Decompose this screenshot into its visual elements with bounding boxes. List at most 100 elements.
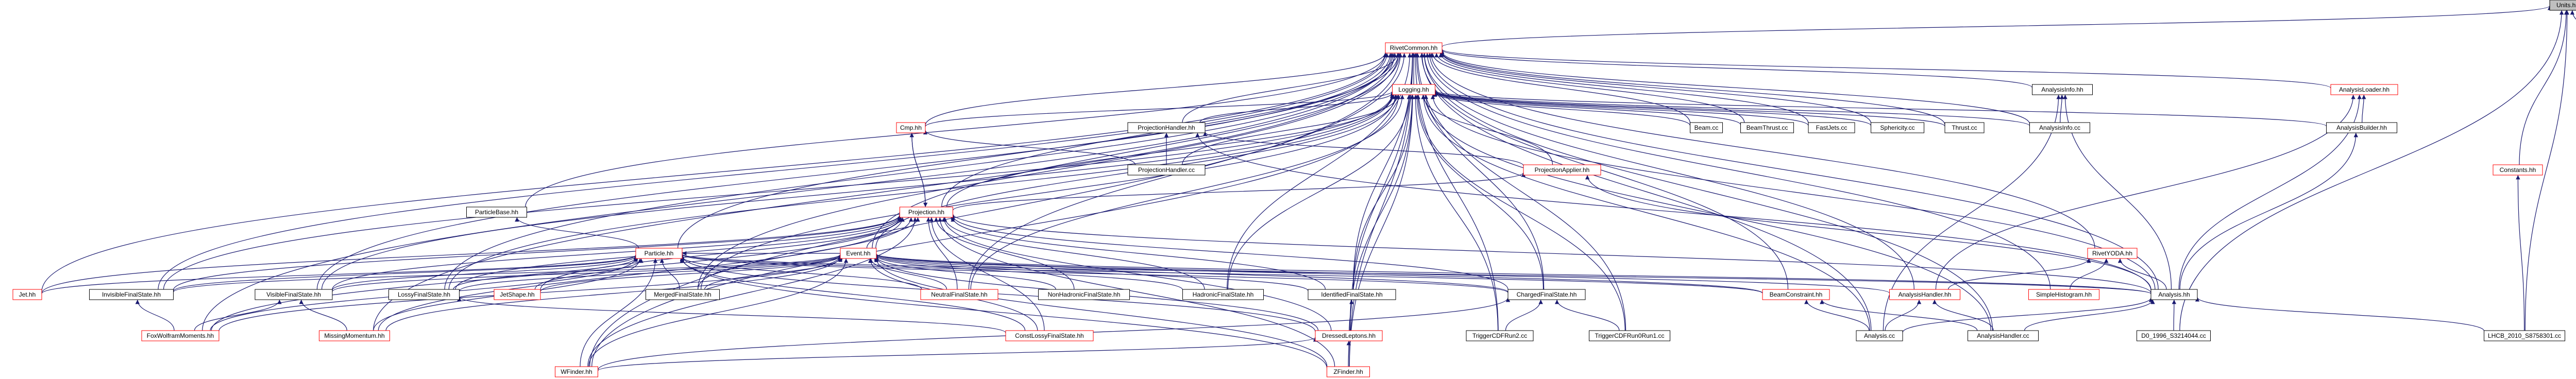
node-triggercdfrun2-cc[interactable]: TriggerCDFRun2.cc [1466, 330, 1534, 341]
node-label: Particle.hh [645, 250, 674, 257]
edge-lossyfinalstate-hh-to-logging-hh [448, 94, 1395, 290]
node-beamconstraint-hh[interactable]: BeamConstraint.hh [1762, 289, 1830, 300]
node-invisiblefinalstate-hh[interactable]: InvisibleFinalState.hh [89, 289, 174, 300]
node-visiblefinalstate-hh[interactable]: VisibleFinalState.hh [255, 289, 333, 300]
edge-projectionhandler-hh-to-rivetcommon-hh [1182, 53, 1400, 123]
node-box [89, 289, 174, 300]
node-beam-cc[interactable]: Beam.cc [1690, 122, 1723, 133]
node-analysishandler-hh[interactable]: AnalysisHandler.hh [1889, 289, 1960, 300]
node-identifiedfinalstate-hh[interactable]: IdentifiedFinalState.hh [1308, 289, 1396, 300]
node-rivetcommon-hh[interactable]: RivetCommon.hh [1385, 42, 1443, 54]
node-missingmomentum-hh[interactable]: MissingMomentum.hh [319, 330, 390, 341]
node-box [1690, 122, 1723, 133]
edge-constants-hh-to-units-hh [2519, 10, 2569, 165]
node-neutralfinalstate-hh[interactable]: NeutralFinalState.hh [920, 289, 998, 300]
node-label: WFinder.hh [561, 368, 592, 375]
node-wfinder-hh[interactable]: WFinder.hh [555, 366, 598, 377]
edge-neutralfinalstate-hh-to-projection-hh [926, 217, 958, 290]
node-sphericity-cc[interactable]: Sphericity.cc [1871, 122, 1924, 133]
node-nonhadronicfinalstate-hh[interactable]: NonHadronicFinalState.hh [1038, 289, 1130, 300]
edge-analysis-hh-to-projectionapplier-hh [1585, 175, 2151, 290]
node-fastjets-cc[interactable]: FastJets.cc [1808, 122, 1855, 133]
node-projection-hh[interactable]: Projection.hh [900, 206, 953, 218]
node-analysisloader-hh[interactable]: AnalysisLoader.hh [2330, 84, 2398, 95]
edge-identifiedfinalstate-hh-to-event-hh [874, 254, 1309, 291]
edge-visiblefinalstate-hh-to-rivetcommon-hh [316, 53, 1393, 290]
node-particlebase-hh[interactable]: ParticleBase.hh [466, 206, 527, 218]
node-lhcb-2010-s8758301-cc[interactable]: LHCB_2010_S8758301.cc [2484, 330, 2565, 341]
node-thrust-cc[interactable]: Thrust.cc [1944, 122, 1985, 133]
node-box [2032, 84, 2093, 95]
edge-mergedfinalstate-hh-to-event-hh [704, 257, 843, 290]
edge-invisiblefinalstate-hh-to-logging-hh [163, 93, 1395, 290]
node-hadronicfinalstate-hh[interactable]: HadronicFinalState.hh [1182, 289, 1264, 300]
node-rivetyoda-hh[interactable]: RivetYODA.hh [2087, 248, 2138, 259]
edge-particle-hh-to-particlebase-hh [515, 217, 639, 249]
edge-analysis-cc-to-analysisinfo-hh [1883, 94, 2061, 331]
node-box [255, 289, 333, 300]
edge-fastjets-cc-to-logging-hh [1433, 91, 1809, 126]
edge-analysisinfo-hh-to-rivetcommon-hh [1440, 49, 2033, 88]
node-label: Event.hh [846, 250, 870, 257]
edge-wfinder-hh-to-event-hh [588, 258, 849, 367]
node-box [1589, 330, 1670, 341]
node-label: Sphericity.cc [1880, 124, 1914, 131]
node-cmp-hh[interactable]: Cmp.hh [896, 122, 926, 133]
node-projectionhandler-cc[interactable]: ProjectionHandler.cc [1127, 164, 1206, 176]
node-zfinder-hh[interactable]: ZFinder.hh [1327, 366, 1370, 377]
edge-jet-hh-to-particle-hh [41, 254, 638, 294]
node-box [1308, 289, 1396, 300]
node-event-hh[interactable]: Event.hh [840, 248, 877, 259]
node-projectionapplier-hh[interactable]: ProjectionApplier.hh [1523, 164, 1601, 176]
edge-analysisinfo-cc-to-rivetcommon-hh [1439, 51, 2030, 124]
node-mergedfinalstate-hh[interactable]: MergedFinalState.hh [646, 289, 720, 300]
node-units-hh[interactable]: Units.hh [2549, 0, 2576, 11]
node-triggercdfrun0run1-cc[interactable]: TriggerCDFRun0Run1.cc [1589, 330, 1670, 341]
node-constlossyfinalstate-hh[interactable]: ConstLossyFinalState.hh [1005, 330, 1094, 341]
node-label: LossyFinalState.hh [398, 291, 450, 298]
node-foxwolframmoments-hh[interactable]: FoxWolframMoments.hh [141, 330, 219, 341]
edge-triggercdfrun2-cc-to-logging-hh [1413, 94, 1499, 331]
node-analysis-hh[interactable]: Analysis.hh [2150, 289, 2198, 300]
edge-analysis-hh-to-particle-hh [680, 253, 2151, 295]
node-lossyfinalstate-hh[interactable]: LossyFinalState.hh [388, 289, 460, 300]
node-box [1038, 289, 1130, 300]
edge-rivetcommon-hh-to-units-hh [1442, 5, 2552, 47]
node-particle-hh[interactable]: Particle.hh [635, 248, 683, 259]
edge-projectionhandler-hh-to-logging-hh [1199, 93, 1395, 123]
edge-lhcb-2010-s8758301-cc-to-units-hh [2524, 10, 2569, 331]
node-analysisinfo-cc[interactable]: AnalysisInfo.cc [2029, 122, 2090, 133]
node-projectionhandler-hh[interactable]: ProjectionHandler.hh [1127, 122, 1206, 133]
node-logging-hh[interactable]: Logging.hh [1392, 84, 1435, 95]
nodes-layer: Units.hhRivetCommon.hhMath.hhLogging.hhA… [12, 0, 2576, 377]
node-label: RivetCommon.hh [1390, 44, 1438, 51]
node-box [1871, 122, 1924, 133]
edge-missingmomentum-hh-to-projection-hh [378, 217, 905, 331]
node-analysisbuilder-hh[interactable]: AnalysisBuilder.hh [2326, 122, 2397, 133]
edge-nonhadronicfinalstate-hh-to-event-hh [874, 256, 1056, 290]
node-label: ZFinder.hh [1333, 368, 1363, 375]
node-label: FoxWolframMoments.hh [147, 332, 214, 339]
node-chargedfinalstate-hh[interactable]: ChargedFinalState.hh [1507, 289, 1586, 300]
node-dressedleptons-hh[interactable]: DressedLeptons.hh [1315, 330, 1383, 341]
node-jetshape-hh[interactable]: JetShape.hh [494, 289, 541, 300]
edge-projection-hh-to-projectionapplier-hh [952, 172, 1526, 211]
node-label: VisibleFinalState.hh [266, 291, 321, 298]
edge-missingmomentum-hh-to-visiblefinalstate-hh [299, 299, 347, 331]
node-simplehistogram-hh[interactable]: SimpleHistogram.hh [2028, 289, 2099, 300]
node-box [466, 206, 527, 218]
node-analysisinfo-hh[interactable]: AnalysisInfo.hh [2032, 84, 2093, 95]
edge-zfinder-hh-to-particle-hh [680, 257, 1328, 368]
node-d0-1996-s3214044-cc[interactable]: D0_1996_S3214044.cc [2137, 330, 2211, 341]
node-constants-hh[interactable]: Constants.hh [2493, 164, 2543, 176]
edge-analysis-hh-to-projection-hh [951, 214, 2151, 294]
node-label: AnalysisInfo.cc [2039, 124, 2080, 131]
node-jet-hh[interactable]: Jet.hh [12, 289, 42, 300]
node-beamthrust-cc[interactable]: BeamThrust.cc [1740, 122, 1794, 133]
node-label: Analysis.hh [2158, 291, 2190, 298]
node-analysishandler-cc[interactable]: AnalysisHandler.cc [1968, 330, 2039, 341]
edge-mergedfinalstate-hh-to-rivetcommon-hh [698, 53, 1401, 290]
node-analysis-cc[interactable]: Analysis.cc [1856, 330, 1903, 341]
edge-math-hh-to-units-hh [2570, 10, 2576, 20]
